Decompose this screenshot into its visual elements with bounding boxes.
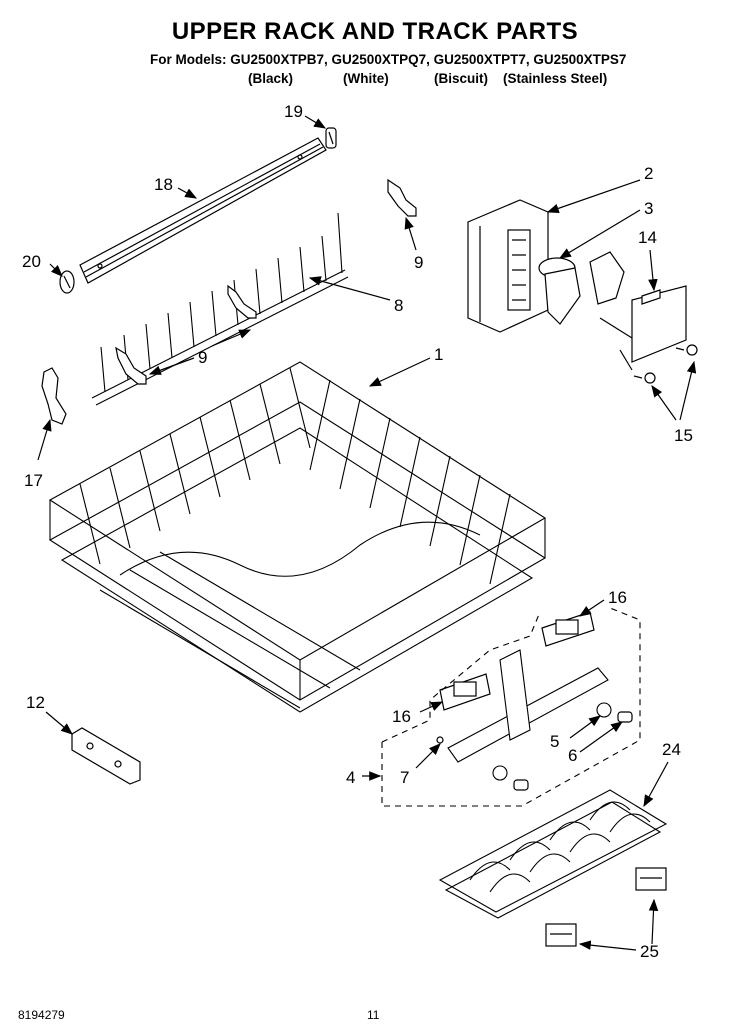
callout-16-upper: 16 — [608, 588, 627, 607]
callout-12: 12 — [26, 693, 45, 712]
part-9-clip-upper — [387, 178, 417, 217]
part-12-rack-stop — [71, 727, 141, 785]
color-label-black: (Black) — [248, 71, 294, 86]
part-14-cover — [599, 285, 687, 371]
callout-18: 18 — [154, 175, 173, 194]
callout-17: 17 — [24, 471, 43, 490]
color-label-biscuit: (Biscuit) — [434, 71, 488, 86]
part-15-screws — [633, 344, 698, 384]
callout-19: 19 — [284, 102, 303, 121]
part-7-screw — [436, 736, 444, 744]
callout-6: 6 — [568, 746, 577, 765]
models-line: For Models: GU2500XTPB7, GU2500XTPQ7, GU… — [150, 52, 627, 67]
part-9-clip-lower — [115, 284, 257, 385]
part-2-adjuster-housing — [467, 199, 549, 333]
page-number: 11 — [367, 1008, 380, 1022]
part-1-upper-rack — [48, 361, 547, 713]
callout-14: 14 — [638, 228, 657, 247]
callout-1: 1 — [434, 345, 443, 364]
part-16-track-stop-lower — [439, 673, 491, 711]
callout-3: 3 — [644, 199, 653, 218]
part-3-adjuster-lever — [538, 251, 625, 325]
callout-25: 25 — [640, 942, 659, 961]
callout-9-lower: 9 — [198, 348, 207, 367]
callout-7: 7 — [400, 768, 409, 787]
part-6-roller — [513, 711, 633, 791]
callout-5: 5 — [550, 732, 559, 751]
callout-8: 8 — [394, 296, 403, 315]
doc-number: 8194279 — [18, 1008, 65, 1022]
part-16-track-stop-upper — [541, 611, 595, 647]
part-17-clip — [41, 367, 67, 425]
part-25-clips — [545, 867, 667, 947]
callout-2: 2 — [644, 164, 653, 183]
part-4-track-assembly — [381, 607, 641, 807]
color-label-stainless: (Stainless Steel) — [503, 71, 608, 86]
callout-16-lower: 16 — [392, 707, 411, 726]
part-19-end-cap — [325, 127, 337, 149]
callout-9-upper: 9 — [414, 253, 423, 272]
callout-24: 24 — [662, 740, 681, 759]
callout-4: 4 — [346, 768, 355, 787]
part-20-end-cap — [59, 270, 75, 294]
page-title: UPPER RACK AND TRACK PARTS — [171, 18, 579, 45]
leader-lines — [37, 115, 697, 951]
callout-20: 20 — [22, 252, 41, 271]
part-24-tray — [438, 789, 668, 919]
part-18-rail — [79, 137, 327, 284]
color-label-white: (White) — [343, 71, 389, 86]
callout-15: 15 — [674, 426, 693, 445]
callout-labels: 19 18 20 2 3 14 9 8 9 1 15 17 16 16 12 5… — [22, 102, 693, 961]
